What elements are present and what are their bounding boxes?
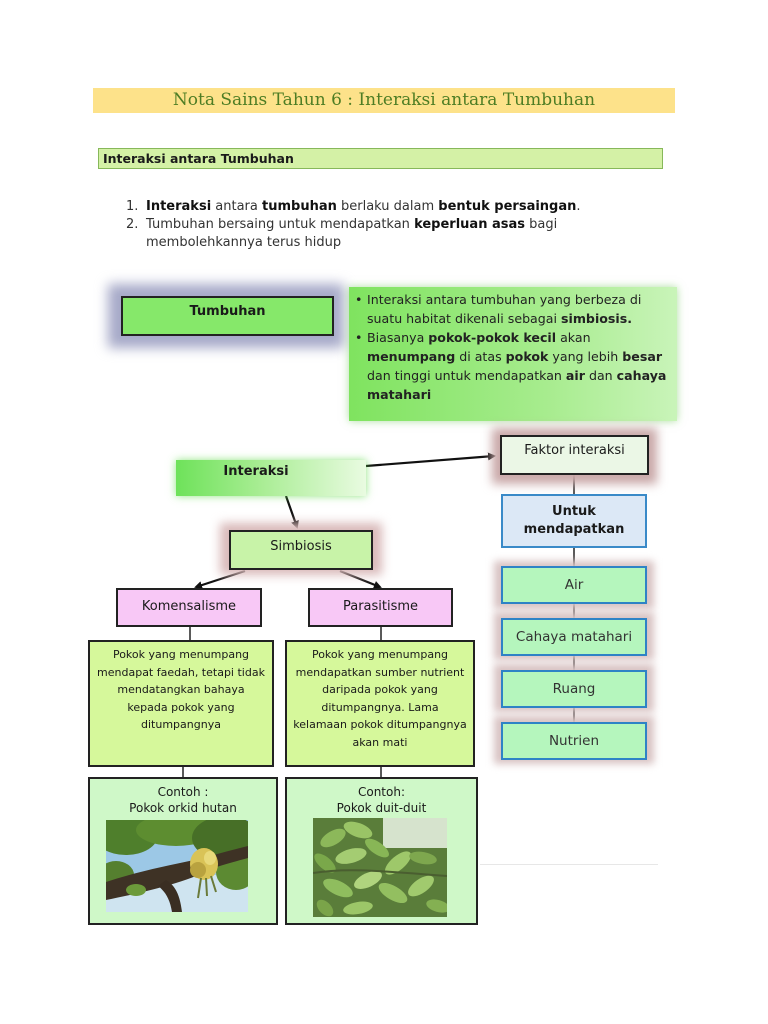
text: Tumbuhan bersaing untuk mendapatkan [146,217,415,232]
bold-text: air [565,368,585,383]
factor-item-nutrien: Nutrien [501,722,647,760]
text: Biasanya [367,330,429,345]
text: yang lebih [548,349,623,364]
bold-text: besar [622,349,663,364]
text: Interaksi antara tumbuhan yang berbeza d… [367,292,642,326]
intro-list-item: 2. Tumbuhan bersaing untuk mendapatkan ke… [126,216,596,252]
untuk-line-2: mendapatkan [523,522,625,537]
text: akan [556,330,591,345]
text: . [576,199,581,214]
example-label: Contoh : [157,785,209,799]
text: berlaku dalam [336,199,439,214]
divider [480,864,658,865]
bold-text: keperluan asas [414,217,525,232]
bold-text: cahaya matahari [367,368,667,402]
bullet-item: • Interaksi antara tumbuhan yang berbeza … [355,290,667,328]
bullet-icon: • [355,292,363,307]
example-name: Pokok orkid hutan [129,801,237,815]
interaksi-box: Interaksi [176,460,366,496]
bold-text: simbiosis. [561,311,633,326]
untuk-mendapatkan-box: Untuk mendapatkan [501,494,647,548]
text: antara [211,199,263,214]
bullet-text: Interaksi antara tumbuhan yang berbeza d… [367,290,667,328]
section-heading: Interaksi antara Tumbuhan [98,148,663,169]
bullet-icon: • [355,330,363,345]
duit-duit-photo [313,818,447,917]
description-box: • Interaksi antara tumbuhan yang berbeza … [349,287,677,421]
faktor-interaksi-box: Faktor interaksi [500,435,649,475]
bold-text: menumpang [367,349,456,364]
bullet-item: • Biasanya pokok-pokok kecil akan menumpa… [355,328,667,404]
factor-item-cahaya-matahari: Cahaya matahari [501,618,647,656]
bullet-text: Biasanya pokok-pokok kecil akan menumpan… [367,328,667,404]
parasitisme-description: Pokok yang menumpang mendapatkan sumber … [285,640,475,767]
factor-item-ruang: Ruang [501,670,647,708]
bold-text: pokok-pokok kecil [428,330,557,345]
arrow-interaksi-to-faktor [365,452,496,468]
intro-list: 1. Interaksi antara tumbuhan berlaku dala… [126,198,596,252]
arrow-interaksi-to-simbiosis [284,495,299,529]
text: di atas [455,349,506,364]
text: bagi membolehkannya terus hidup [146,217,558,250]
list-number: 2. [126,217,139,232]
untuk-line-1: Untuk [552,504,596,519]
list-text: Tumbuhan bersaing untuk mendapatkan kepe… [146,216,596,252]
tumbuhan-box: Tumbuhan [121,296,334,336]
komensalisme-box: Komensalisme [116,588,262,627]
simbiosis-box: Simbiosis [229,530,373,570]
title-banner: Nota Sains Tahun 6 : Interaksi antara Tu… [93,88,675,113]
bold-text: bentuk persaingan [438,199,577,214]
example-label: Contoh: [357,785,406,799]
parasitisme-box: Parasitisme [308,588,453,627]
bold-text: pokok [505,349,549,364]
text: dan tinggi untuk mendapatkan [367,368,566,383]
bold-text: tumbuhan [262,199,337,214]
text: dan [584,368,617,383]
komensalisme-description: Pokok yang menumpang mendapat faedah, te… [88,640,274,767]
orchid-photo [106,820,248,912]
list-number: 1. [126,199,139,214]
intro-list-item: 1. Interaksi antara tumbuhan berlaku dala… [126,198,596,216]
list-text: Interaksi antara tumbuhan berlaku dalam … [146,198,581,216]
page-title: Nota Sains Tahun 6 : Interaksi antara Tu… [172,90,596,110]
example-name: Pokok duit-duit [336,801,427,815]
bold-text: Interaksi [146,199,212,214]
factor-item-air: Air [501,566,647,604]
